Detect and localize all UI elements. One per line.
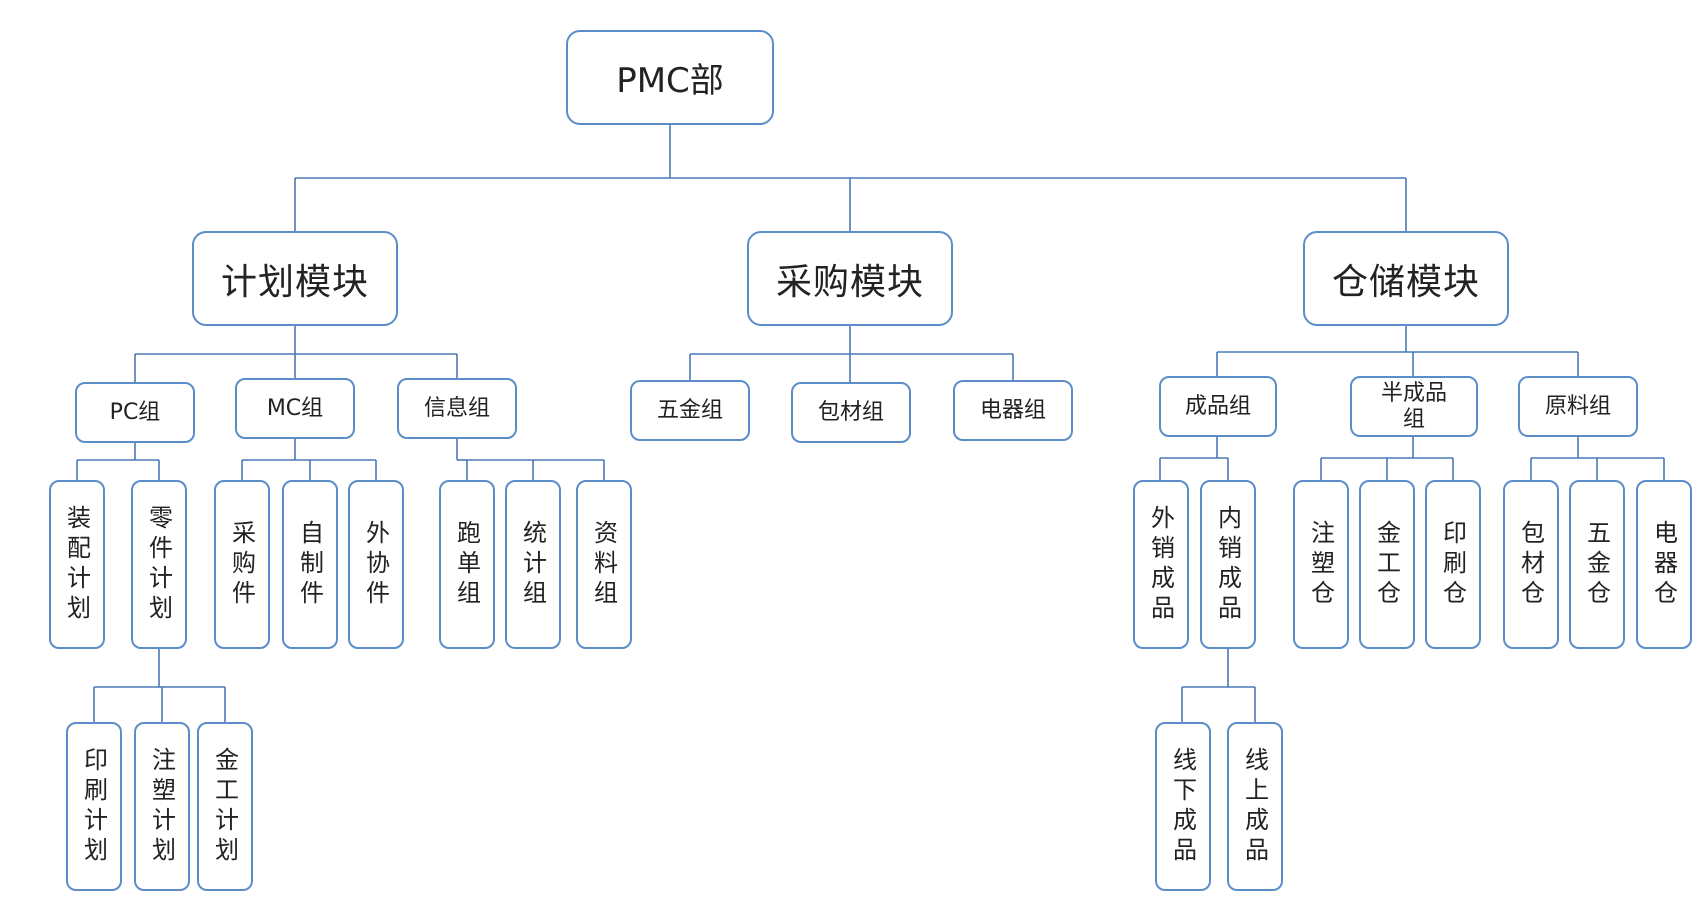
finished-sub-node: 线下成品	[1155, 722, 1211, 891]
pc-group-label: PC组	[109, 399, 161, 425]
mc-child-node: 自制件	[282, 480, 338, 649]
pc-sub-node: 印刷计划	[66, 722, 122, 891]
purchase-group-node: 包材组	[791, 382, 911, 443]
raw-child-node: 电器仓	[1636, 480, 1692, 649]
finished-group-node: 成品组	[1159, 376, 1277, 437]
pc-sub-label: 注塑计划	[147, 746, 176, 867]
info-child-node: 资料组	[576, 480, 632, 649]
pc-child-node: 装配计划	[49, 480, 105, 649]
info-child-node: 统计组	[505, 480, 561, 649]
pc-sub-node: 金工计划	[197, 722, 253, 891]
raw-child-label: 包材仓	[1516, 519, 1545, 610]
info-child-label: 跑单组	[452, 519, 481, 610]
finished-child-label: 外销成品	[1146, 504, 1175, 625]
raw-child-label: 电器仓	[1649, 519, 1678, 610]
raw-child-node: 五金仓	[1569, 480, 1625, 649]
pc-child-label: 零件计划	[144, 504, 173, 625]
root-node: PMC部	[566, 30, 774, 125]
info-child-label: 统计组	[518, 519, 547, 610]
semi-child-label: 印刷仓	[1438, 519, 1467, 610]
mc-child-label: 自制件	[295, 519, 324, 610]
info-child-label: 资料组	[589, 519, 618, 610]
pc-sub-label: 印刷计划	[79, 746, 108, 867]
finished-child-node: 外销成品	[1133, 480, 1189, 649]
raw-child-label: 五金仓	[1582, 519, 1611, 610]
raw-child-node: 包材仓	[1503, 480, 1559, 649]
plan-module-label: 计划模块	[220, 261, 369, 303]
purchase-group-label: 电器组	[979, 397, 1046, 423]
finished-child-node: 内销成品	[1200, 480, 1256, 649]
finished-group-label: 成品组	[1184, 393, 1251, 419]
purchase-group-node: 五金组	[630, 380, 750, 441]
purchase-module-label: 采购模块	[775, 261, 924, 303]
purchase-group-label: 包材组	[817, 399, 884, 425]
mc-group-node: MC组	[235, 378, 355, 439]
finished-sub-label: 线上成品	[1240, 746, 1269, 867]
mc-child-label: 外协件	[361, 519, 390, 610]
semi-child-node: 注塑仓	[1293, 480, 1349, 649]
semi-child-label: 金工仓	[1372, 519, 1401, 610]
mc-child-node: 外协件	[348, 480, 404, 649]
mc-child-label: 采购件	[227, 519, 256, 610]
semi-group-node: 半成品组	[1350, 376, 1478, 437]
info-group-node: 信息组	[397, 378, 517, 439]
pc-sub-node: 注塑计划	[134, 722, 190, 891]
raw-group-node: 原料组	[1518, 376, 1638, 437]
mc-child-node: 采购件	[214, 480, 270, 649]
finished-child-label: 内销成品	[1213, 504, 1242, 625]
pc-child-label: 装配计划	[62, 504, 91, 625]
purchase-group-label: 五金组	[656, 397, 723, 423]
pc-child-node: 零件计划	[131, 480, 187, 649]
mc-group-label: MC组	[266, 395, 324, 421]
raw-group-label: 原料组	[1544, 393, 1611, 419]
pc-group-node: PC组	[75, 382, 195, 443]
storage-module-node: 仓储模块	[1303, 231, 1509, 326]
pc-sub-label: 金工计划	[210, 746, 239, 867]
storage-module-label: 仓储模块	[1331, 261, 1480, 303]
semi-group-label: 半成品组	[1380, 380, 1447, 432]
info-group-label: 信息组	[423, 395, 490, 421]
semi-child-node: 印刷仓	[1425, 480, 1481, 649]
finished-sub-label: 线下成品	[1168, 746, 1197, 867]
finished-sub-node: 线上成品	[1227, 722, 1283, 891]
plan-module-node: 计划模块	[192, 231, 398, 326]
root-label: PMC部	[616, 61, 724, 101]
semi-child-node: 金工仓	[1359, 480, 1415, 649]
purchase-group-node: 电器组	[953, 380, 1073, 441]
purchase-module-node: 采购模块	[747, 231, 953, 326]
semi-child-label: 注塑仓	[1306, 519, 1335, 610]
info-child-node: 跑单组	[439, 480, 495, 649]
